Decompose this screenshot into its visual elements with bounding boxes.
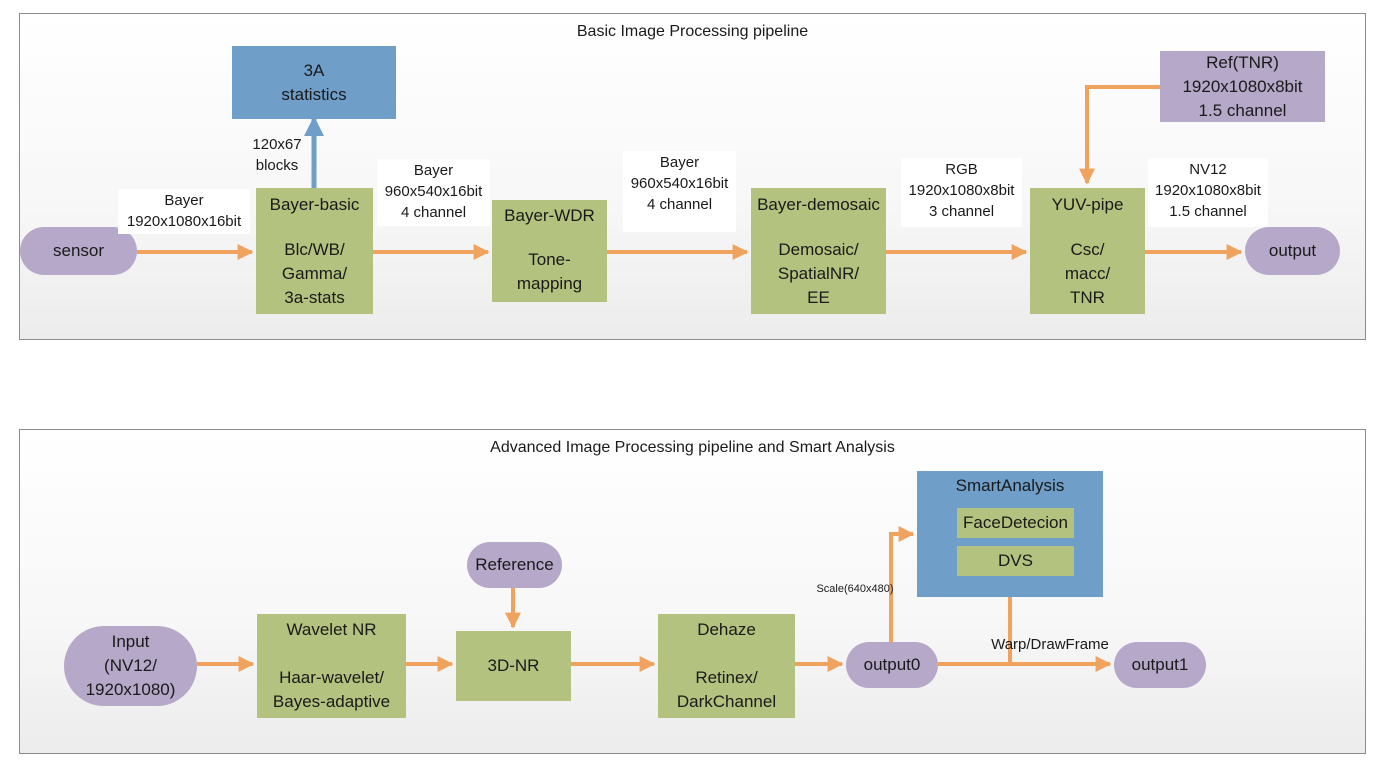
scale-label-text: Scale(640x480) — [816, 583, 894, 595]
edge-label-yuv-line2: 1920x1080x8bit — [1155, 182, 1261, 199]
3d-nr-label: 3D-NR — [487, 656, 540, 675]
edge-label-basic-line2: 960x540x16bit — [384, 183, 483, 200]
bayer-basic-line1: Blc/WB/ — [284, 240, 345, 259]
edge-label-wdr-line3: 4 channel — [646, 196, 713, 213]
sensor-label: sensor — [52, 241, 105, 260]
ref-tnr-line3: 1.5 channel — [1198, 100, 1287, 120]
output1-label: output1 — [1131, 655, 1189, 674]
smartanalysis-box: SmartAnalysis FaceDetecion DVS — [917, 471, 1103, 597]
arrow-output0-to-smartanalysis — [889, 526, 915, 642]
3d-nr-box: 3D-NR — [456, 631, 571, 701]
edge-label-yuv-line1: NV12 — [1189, 161, 1227, 178]
yuv-pipe-line2: macc/ — [1064, 264, 1111, 283]
edge-label-sensor: Bayer 1920x1080x16bit — [118, 189, 250, 234]
bayer-demosaic-line2: SpatialNR/ — [777, 264, 860, 283]
yuv-pipe-line3: TNR — [1070, 288, 1105, 307]
wavelet-nr-line2: Bayes-adaptive — [272, 692, 391, 711]
yuv-pipe-title: YUV-pipe — [1051, 195, 1124, 214]
wavelet-nr-line1: Haar-wavelet/ — [279, 668, 384, 687]
input-node: Input (NV12/ 1920x1080) — [64, 626, 197, 706]
facedetection-label: FaceDetecion — [963, 513, 1068, 532]
stats-arrow-label: 120x67 blocks — [244, 134, 310, 176]
wavelet-nr-box: Wavelet NR Haar-wavelet/ Bayes-adaptive — [257, 614, 406, 718]
advanced-pipeline-title: Advanced Image Processing pipeline and S… — [490, 439, 895, 456]
3a-statistics-box: 3A statistics — [232, 46, 396, 119]
bayer-wdr-box: Bayer-WDR Tone- mapping — [492, 200, 607, 302]
edge-label-bayer-wdr: Bayer 960x540x16bit 4 channel — [623, 151, 736, 232]
edge-label-demosaic-line1: RGB — [945, 161, 978, 178]
edge-label-sensor-line2: 1920x1080x16bit — [126, 213, 242, 230]
output0-label: output0 — [863, 655, 921, 674]
input-line2: (NV12/ — [104, 656, 157, 675]
output0-node: output0 — [846, 642, 938, 688]
input-line1: Input — [111, 632, 150, 651]
arrow-ref-to-yuv — [1079, 85, 1160, 185]
output-node: output — [1245, 227, 1340, 275]
bayer-wdr-title: Bayer-WDR — [504, 206, 595, 225]
edge-label-basic-line1: Bayer — [413, 162, 454, 179]
bayer-demosaic-line3: EE — [807, 288, 830, 307]
stats-label-line2: blocks — [255, 157, 299, 174]
reference-label: Reference — [475, 555, 554, 574]
bayer-basic-line2: Gamma/ — [281, 264, 348, 283]
edge-label-wdr-line1: Bayer — [659, 154, 700, 171]
bayer-demosaic-box: Bayer-demosaic Demosaic/ SpatialNR/ EE — [751, 188, 886, 314]
reference-node: Reference — [467, 542, 562, 588]
edge-label-demosaic-line2: 1920x1080x8bit — [908, 182, 1015, 199]
edge-label-yuv-line3: 1.5 channel — [1169, 203, 1247, 220]
dehaze-line1: Retinex/ — [695, 668, 758, 687]
bayer-demosaic-line1: Demosaic/ — [778, 240, 859, 259]
bayer-basic-box: Bayer-basic Blc/WB/ Gamma/ 3a-stats — [256, 188, 373, 314]
wavelet-nr-title: Wavelet NR — [286, 620, 377, 639]
smartanalysis-title: SmartAnalysis — [955, 476, 1065, 495]
output1-node: output1 — [1114, 642, 1206, 688]
dvs-label: DVS — [998, 551, 1033, 570]
yuv-pipe-line1: Csc/ — [1070, 240, 1105, 259]
3a-statistics-line1: 3A — [303, 60, 325, 80]
facedetection-box: FaceDetecion — [957, 508, 1074, 538]
ref-tnr-line1: Ref(TNR) — [1206, 52, 1279, 72]
yuv-pipe-box: YUV-pipe Csc/ macc/ TNR — [1030, 188, 1145, 314]
basic-pipeline-title: Basic Image Processing pipeline — [576, 23, 809, 40]
stats-label-line1: 120x67 — [252, 136, 302, 153]
bayer-wdr-line2: mapping — [516, 274, 583, 293]
edge-label-basic-line3: 4 channel — [400, 204, 467, 221]
edge-label-yuv: NV12 1920x1080x8bit 1.5 channel — [1148, 158, 1268, 227]
dehaze-box: Dehaze Retinex/ DarkChannel — [658, 614, 795, 718]
edge-label-sensor-line1: Bayer — [164, 192, 204, 209]
bayer-basic-line3: 3a-stats — [284, 288, 345, 307]
warp-drawframe-label: Warp/DrawFrame — [980, 634, 1120, 655]
input-line3: 1920x1080) — [85, 680, 176, 699]
dehaze-title: Dehaze — [697, 620, 756, 639]
sensor-node: sensor — [20, 227, 137, 275]
dehaze-line2: DarkChannel — [676, 692, 777, 711]
bayer-demosaic-title: Bayer-demosaic — [757, 195, 880, 214]
scale-label: Scale(640x480) — [810, 582, 900, 596]
3a-statistics-line2: statistics — [281, 84, 347, 104]
dvs-box: DVS — [957, 546, 1074, 576]
output-label: output — [1268, 241, 1317, 260]
warp-drawframe-text: Warp/DrawFrame — [991, 636, 1109, 653]
edge-label-demosaic: RGB 1920x1080x8bit 3 channel — [901, 158, 1022, 227]
ref-tnr-box: Ref(TNR) 1920x1080x8bit 1.5 channel — [1160, 51, 1325, 122]
edge-label-bayer-basic: Bayer 960x540x16bit 4 channel — [377, 159, 490, 226]
edge-label-wdr-line2: 960x540x16bit — [630, 175, 729, 192]
bayer-basic-title: Bayer-basic — [269, 195, 360, 214]
bayer-wdr-line1: Tone- — [528, 250, 571, 269]
edge-label-demosaic-line3: 3 channel — [928, 203, 995, 220]
ref-tnr-line2: 1920x1080x8bit — [1182, 76, 1303, 96]
